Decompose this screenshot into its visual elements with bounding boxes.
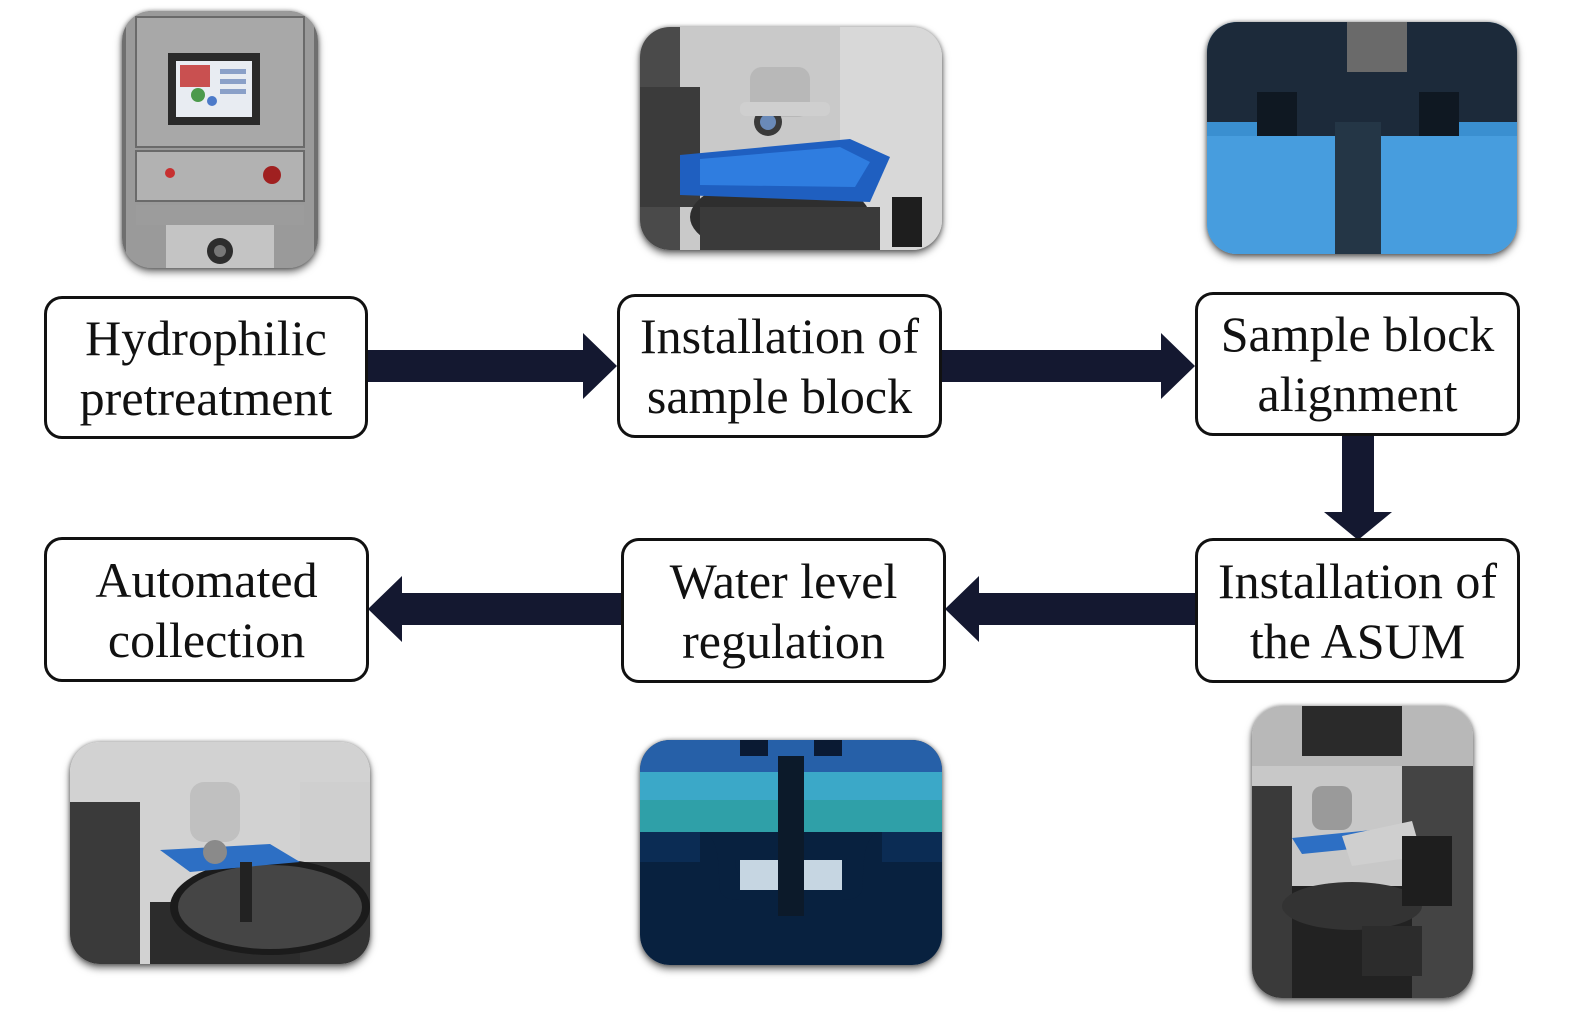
arrow-installation-to-alignment: [941, 333, 1195, 399]
arrow-asum-to-water-level: [945, 576, 1195, 642]
step-label-line-2: alignment: [1257, 366, 1458, 422]
step-label-line-2: collection: [107, 611, 306, 668]
photo-sample-block-alignment: [1207, 22, 1517, 254]
step-label-line-2: regulation: [682, 612, 885, 669]
step-water-level-regulation: Water level regulation: [621, 538, 946, 683]
step-installation-sample-block: Installation of sample block: [617, 294, 942, 438]
step-label-line-1: Installation of: [639, 308, 920, 364]
photo-sample-block-installation: [640, 27, 942, 250]
arrow-water-level-to-collection: [368, 576, 621, 642]
step-label-line-1: Sample block: [1220, 306, 1495, 362]
arrow-alignment-to-asum: [1324, 436, 1392, 540]
arrow-pretreatment-to-installation: [367, 333, 617, 399]
step-label-line-1: Installation of: [1217, 552, 1498, 609]
step-label-line-2: the ASUM: [1249, 612, 1466, 669]
step-label-line-2: pretreatment: [79, 369, 333, 426]
step-installation-asum: Installation of the ASUM: [1195, 538, 1520, 683]
photo-asum-installation: [1252, 706, 1473, 998]
photo-pretreatment-cabinet: [122, 11, 318, 268]
step-label-line-1: Hydrophilic: [85, 309, 327, 366]
photo-water-level-regulation: [640, 740, 942, 965]
step-automated-collection: Automated collection: [44, 537, 369, 682]
step-label-line-2: sample block: [646, 368, 913, 424]
step-hydrophilic-pretreatment: Hydrophilic pretreatment: [44, 296, 368, 439]
step-label-line-1: Automated: [95, 551, 318, 608]
photo-automated-collection: [70, 742, 370, 964]
step-sample-block-alignment: Sample block alignment: [1195, 292, 1520, 436]
step-label-line-1: Water level: [669, 552, 898, 609]
